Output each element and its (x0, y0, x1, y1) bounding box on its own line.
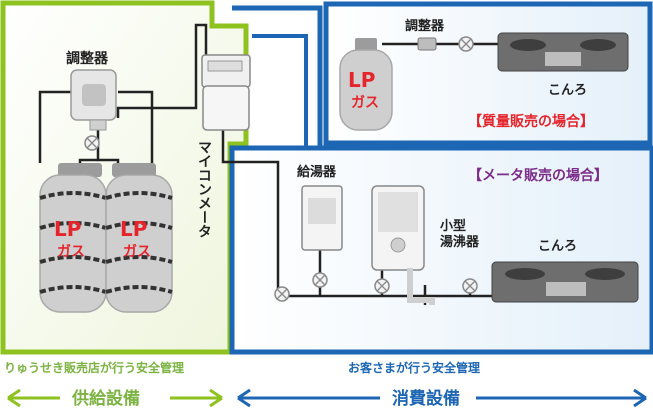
regulator-label: 調整器 (66, 50, 109, 67)
weight-sale-valve-icon (458, 36, 474, 52)
weight-sale-stove-label: こんろ (548, 83, 587, 98)
cylinder-right-gas: ガス (123, 244, 151, 260)
weight-sale-stove (497, 32, 629, 72)
small-heater-label-2: 湯沸器 (440, 234, 480, 250)
water-heater-label: 給湯器 (297, 164, 337, 180)
weight-sale-cylinder-gas: ガス (351, 95, 379, 111)
weight-sale-regulator-label: 調整器 (405, 18, 445, 34)
water-heater (301, 185, 343, 251)
meter-label: マイコンメータ (196, 140, 212, 238)
consumer-arrow (237, 388, 647, 408)
meter-sale-stove (491, 261, 639, 303)
weight-sale-caption: 【質量販売の場合】 (468, 113, 594, 130)
cylinder-left-gas: ガス (57, 244, 85, 260)
supply-management-label: りゅうせき販売店が行う安全管理 (4, 360, 184, 375)
small-water-heater (371, 185, 435, 305)
weight-sale-cylinder (339, 38, 393, 131)
meter-sale-caption: 【メータ販売の場合】 (468, 167, 608, 184)
lp-cylinder-left (39, 163, 107, 313)
supply-arrow (7, 388, 223, 408)
meter-sale-stove-label: こんろ (538, 239, 577, 254)
consumer-management-label: お客さまが行う安全管理 (348, 360, 480, 375)
weight-sale-regulator-icon (417, 37, 437, 51)
microcomputer-meter (201, 54, 251, 131)
supply-valve-icon (84, 135, 100, 151)
regulator-device (70, 69, 117, 131)
consumer-valve-icon (274, 272, 478, 302)
cylinder-left-lp: LP (54, 217, 81, 241)
cylinder-right-lp: LP (120, 217, 147, 241)
lp-cylinder-right (105, 163, 173, 313)
weight-sale-cylinder-lp: LP (348, 68, 375, 92)
supply-section-label: 供給設備 (71, 388, 140, 409)
small-heater-label-1: 小型 (440, 218, 466, 234)
consumer-section-label: 消費設備 (392, 388, 460, 409)
